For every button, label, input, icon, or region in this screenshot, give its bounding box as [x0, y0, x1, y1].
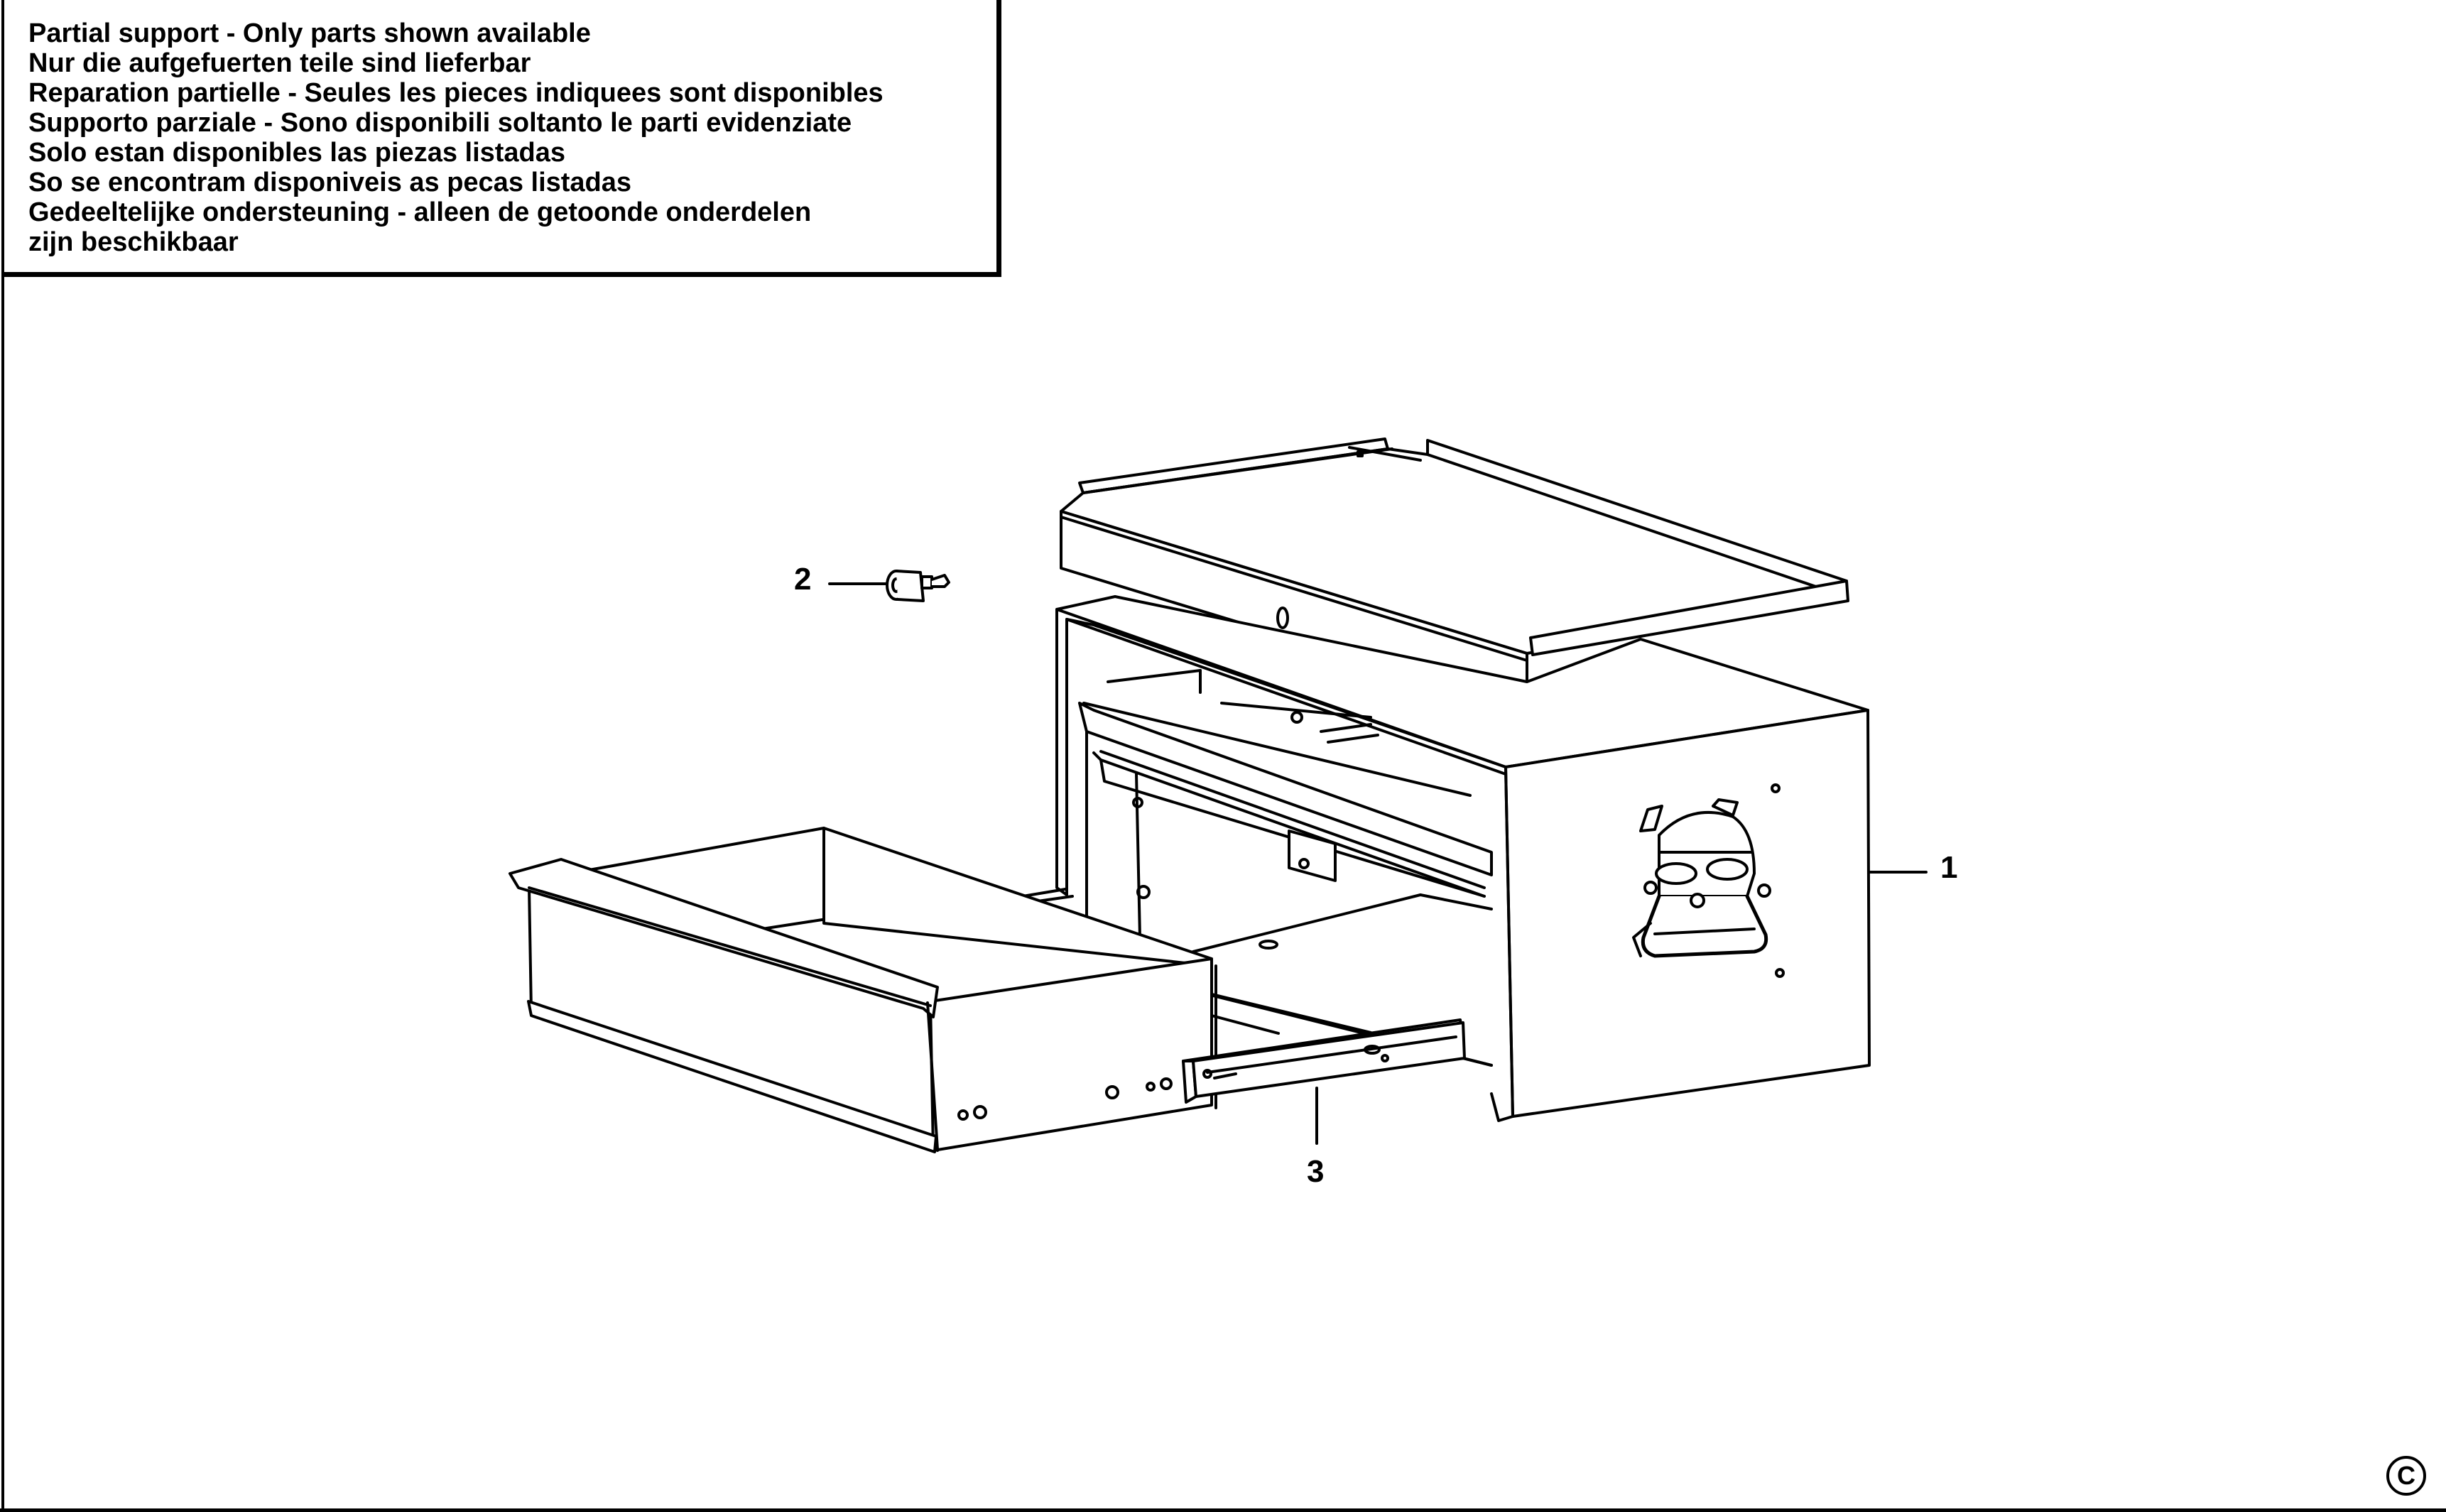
frame-left-border: [1, 277, 4, 1512]
notice-line-dutch-continued: zijn beschikbaar: [28, 227, 239, 257]
notice-line-portuguese: So se encontram disponiveis as pecas lis…: [28, 168, 632, 197]
notice-line-german: Nur die aufgefuerten teile sind lieferba…: [28, 48, 531, 78]
drawer-bottom-lip: [527, 1000, 937, 1153]
frame-bottom-border: [0, 1508, 2446, 1512]
side-handle: [1632, 798, 1771, 958]
lid-lock-slot: [1276, 607, 1289, 629]
drawer-slide: [1182, 1018, 1466, 1104]
notice-line-italian: Supporto parziale - Sono disponibili sol…: [28, 108, 852, 138]
drawer-front-wall: [929, 957, 1213, 1152]
notice-line-spanish: Solo estan disponibles las piezas listad…: [28, 138, 566, 168]
notice-line-french: Reparation partielle - Seules les pieces…: [28, 78, 884, 108]
lid-front-rim: [1529, 580, 1849, 656]
copyright-icon: C: [2386, 1456, 2426, 1496]
callout-part-3: 3: [1307, 1154, 1325, 1189]
drawer-right-wall: [822, 827, 1213, 967]
cabinet-upper-rail: [1078, 702, 1493, 876]
knob-screw: [886, 570, 950, 602]
callout-part-1: 1: [1940, 850, 1958, 885]
partial-support-notice: Partial support - Only parts shown avail…: [1, 0, 1001, 277]
callout-part-2: 2: [794, 562, 812, 597]
notice-line-dutch: Gedeeltelijke ondersteuning - alleen de …: [28, 197, 812, 227]
notice-line-english: Partial support - Only parts shown avail…: [28, 18, 591, 48]
lid-center-notch: [1357, 450, 1364, 457]
drawer: [509, 827, 1372, 1153]
